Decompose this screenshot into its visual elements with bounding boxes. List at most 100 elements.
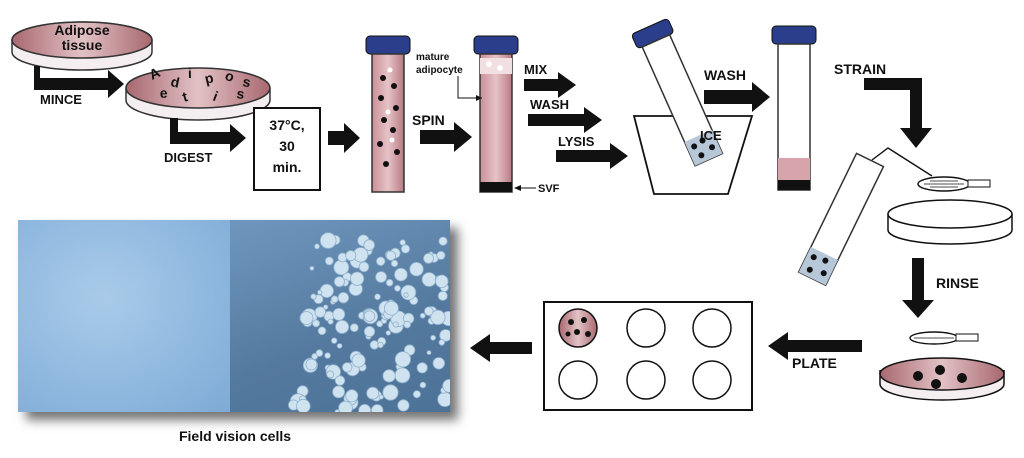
lipid-droplet — [430, 309, 446, 326]
final-dish — [879, 357, 1005, 401]
lipid-droplet — [375, 271, 388, 283]
minced-letter: i — [188, 65, 192, 81]
spun-tube — [473, 35, 519, 193]
pour-stream — [871, 147, 933, 177]
tissue-label-1: Adipose — [54, 22, 109, 38]
minced-letter: i — [211, 88, 220, 104]
lipid-droplet — [377, 342, 384, 349]
lipid-droplet — [345, 250, 357, 262]
wash-label-2: WASH — [704, 67, 746, 83]
plate-arrow — [768, 332, 862, 360]
lipid-droplet — [332, 308, 346, 321]
lipid-droplet — [326, 370, 335, 379]
lipid-droplet — [324, 256, 334, 266]
digest-arrow — [170, 118, 246, 152]
lipid-droplet — [317, 326, 327, 336]
rinse-arrow — [902, 258, 934, 318]
wash-arrow-1 — [528, 107, 602, 133]
tilted-tube-on-ice — [631, 18, 724, 167]
lipid-droplet — [378, 394, 384, 400]
minced-letter: s — [241, 73, 252, 90]
lipid-droplet — [358, 404, 372, 412]
adipose-tissue-dish — [11, 21, 153, 71]
incubation-unit: min. — [273, 159, 302, 175]
spin-label: SPIN — [412, 112, 445, 128]
lipid-droplet — [438, 236, 448, 246]
lipid-droplet — [319, 283, 334, 299]
arrow-to-micrograph — [470, 334, 532, 362]
arrow-to-tube-1 — [328, 123, 360, 153]
lipid-droplet — [337, 291, 350, 304]
collection-dish — [887, 199, 1013, 245]
mix-arrow — [524, 72, 576, 98]
lipid-droplet — [341, 362, 353, 373]
lipid-droplet — [426, 350, 432, 356]
digest-label: DIGEST — [164, 150, 212, 165]
lipid-droplet — [349, 323, 359, 333]
lipid-droplet — [327, 318, 334, 325]
mature-label-2: adipocyte — [416, 65, 463, 76]
micrograph-undifferentiated-cells — [18, 220, 230, 412]
lipid-droplet — [315, 349, 324, 357]
lipid-droplet — [392, 321, 399, 328]
minced-letter: t — [180, 88, 189, 105]
mince-arrow — [34, 66, 124, 98]
lipid-droplet — [330, 295, 339, 304]
lipid-droplet — [338, 400, 353, 412]
lysis-arrow — [556, 143, 628, 169]
lipid-droplet — [437, 290, 448, 301]
lipid-droplet — [358, 261, 370, 273]
lipid-droplet — [403, 292, 409, 298]
cell-strainer — [917, 176, 991, 192]
lipid-droplet — [332, 385, 345, 399]
lipid-droplet — [394, 351, 411, 368]
lipid-droplet — [371, 404, 384, 412]
lipid-droplet — [394, 367, 411, 384]
lipid-droplet — [439, 329, 450, 342]
six-well-plate — [543, 301, 753, 411]
svf-label: SVF — [538, 183, 560, 195]
tissue-label-2: tissue — [62, 37, 103, 53]
incubation-temp: 37°C, — [269, 117, 304, 133]
lipid-droplet — [382, 369, 396, 383]
lipid-droplet — [416, 362, 428, 374]
lipid-droplet — [363, 310, 376, 322]
lipid-droplet — [430, 334, 437, 341]
mince-label: MINCE — [40, 92, 82, 107]
lipid-droplet — [375, 256, 386, 267]
lipid-droplet — [312, 319, 320, 328]
lipid-droplet — [423, 253, 434, 264]
mature-label-1: mature — [416, 52, 450, 63]
lipid-droplet — [400, 244, 411, 254]
minced-letter: d — [169, 73, 181, 90]
ice-label: ICE — [700, 128, 722, 143]
lipid-droplet — [330, 337, 338, 344]
lipid-droplet — [390, 259, 399, 268]
plate-label: PLATE — [792, 355, 837, 371]
lipid-droplet — [419, 381, 427, 389]
lipid-droplet — [394, 284, 401, 292]
lipid-droplet — [296, 398, 311, 412]
lipid-droplet — [383, 300, 399, 316]
rinse-label: RINSE — [936, 275, 979, 291]
lipid-droplet — [400, 284, 417, 301]
lipid-droplet — [319, 232, 337, 249]
lipid-droplet — [436, 250, 446, 260]
lipid-droplet — [394, 267, 408, 282]
lipid-droplet — [363, 326, 376, 338]
lipid-droplet — [314, 306, 327, 318]
lipid-droplet — [403, 320, 412, 329]
incubation-time: 30 — [279, 138, 295, 154]
lipid-droplet — [437, 391, 450, 407]
lipid-droplet — [412, 390, 421, 399]
lipid-droplet — [374, 293, 381, 301]
lipid-droplet — [323, 304, 329, 310]
minced-letter: e — [159, 85, 168, 101]
lipid-droplet — [334, 409, 340, 412]
micrograph-differentiated-adipocytes — [230, 220, 450, 412]
lysis-label: LYSIS — [558, 134, 595, 149]
lipid-droplet — [363, 239, 376, 251]
lipid-droplet — [432, 357, 446, 370]
